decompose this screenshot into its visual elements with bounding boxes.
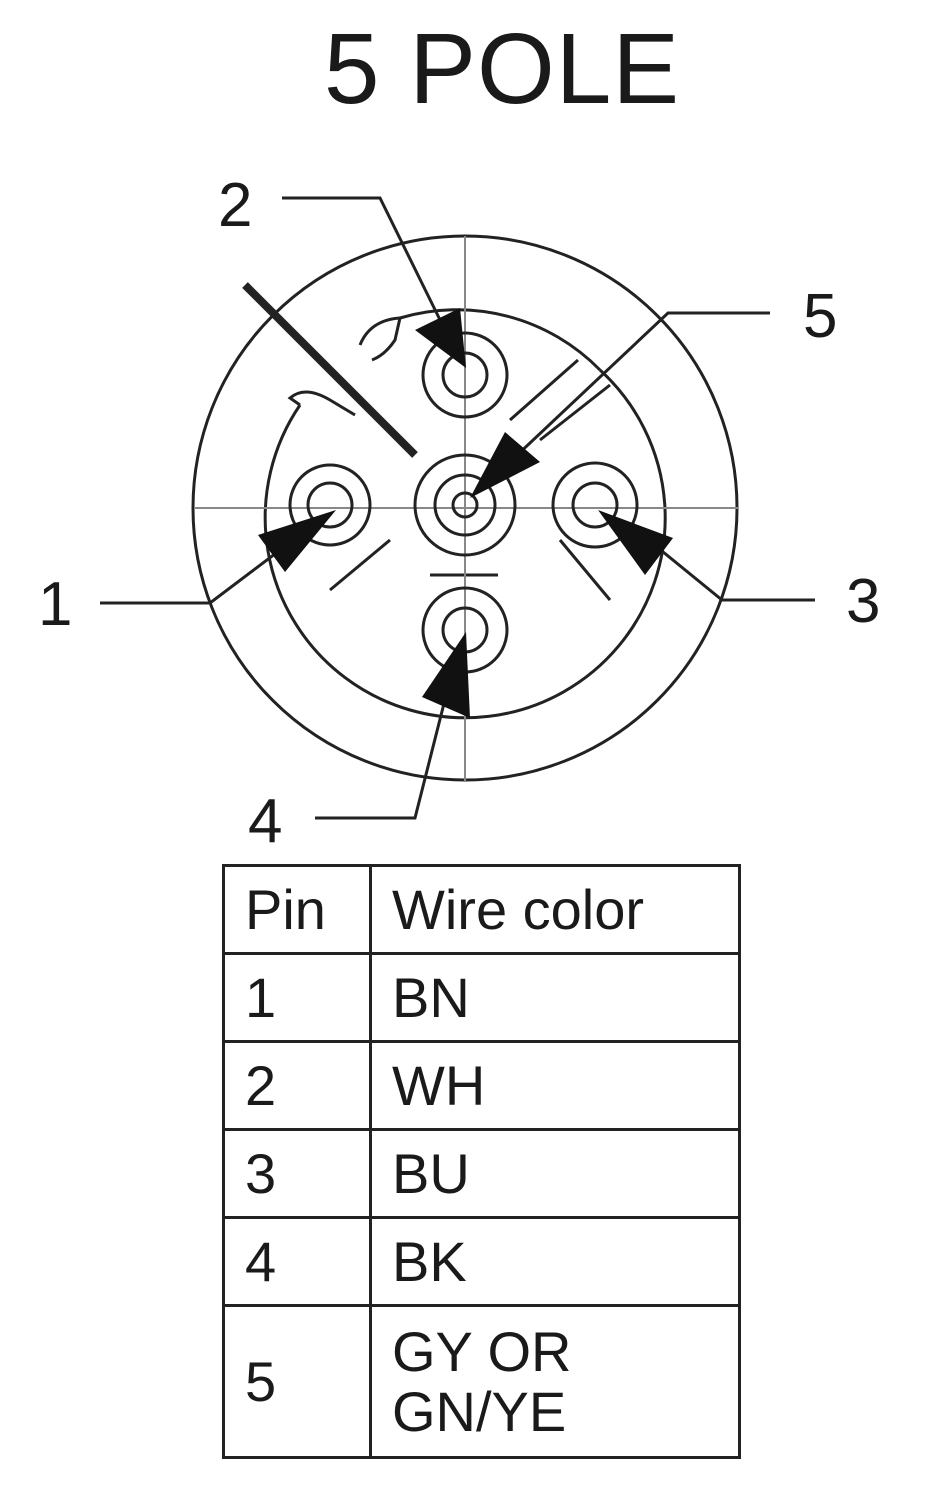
color-line: GN/YE [392, 1379, 567, 1443]
pin-cell: 3 [222, 1128, 372, 1219]
color-cell: GY OR GN/YE [369, 1304, 741, 1459]
color-cell: BN [369, 952, 741, 1043]
keying-notch-1 [287, 390, 356, 417]
keying-notch-2 [358, 316, 402, 362]
pin-1-socket [288, 463, 372, 547]
pin-label-2: 2 [218, 171, 252, 240]
table-row: 3 BU [222, 1128, 741, 1219]
color-cell: BK [369, 1216, 741, 1307]
color-cell: BU [369, 1128, 741, 1219]
arrowhead-3 [598, 510, 673, 575]
leader-line-4 [315, 659, 457, 820]
table-row: 4 BK [222, 1216, 741, 1307]
arrowhead-5 [470, 432, 540, 498]
header-wire-color: Wire color [369, 864, 741, 955]
table-row: 1 BN [222, 952, 741, 1043]
table-row: 5 GY OR GN/YE [222, 1304, 741, 1459]
pin-cell: 4 [222, 1216, 372, 1307]
pin-label-1: 1 [38, 570, 72, 639]
pin-wire-color-table: Pin Wire color 1 BN 2 WH 3 BU 4 BK 5 GY … [222, 864, 741, 1459]
color-line: GY OR [392, 1319, 572, 1383]
color-cell: WH [369, 1040, 741, 1131]
pin-5-socket [413, 453, 517, 557]
table-header-row: Pin Wire color [222, 864, 741, 955]
arrowhead-4 [422, 632, 470, 718]
diagram-title: 5 POLE [323, 13, 681, 125]
pin-cell: 5 [222, 1304, 372, 1459]
arrowhead-2 [415, 308, 466, 368]
coding-mark [242, 282, 418, 458]
connector-face-diagram: 1 2 3 4 5 [38, 171, 880, 856]
pin-3-socket [551, 461, 639, 549]
pin-2-socket [421, 331, 509, 419]
leader-line-2 [282, 196, 447, 331]
table-row: 2 WH [222, 1040, 741, 1131]
header-pin: Pin [222, 864, 372, 955]
pin-label-3: 3 [846, 567, 880, 636]
leader-line-5 [478, 311, 770, 492]
pin-label-5: 5 [803, 282, 837, 351]
pin-cell: 1 [222, 952, 372, 1043]
arrowhead-1 [258, 510, 336, 572]
leader-line-1 [100, 533, 301, 605]
pin-label-4: 4 [248, 787, 282, 856]
pin-cell: 2 [222, 1040, 372, 1131]
